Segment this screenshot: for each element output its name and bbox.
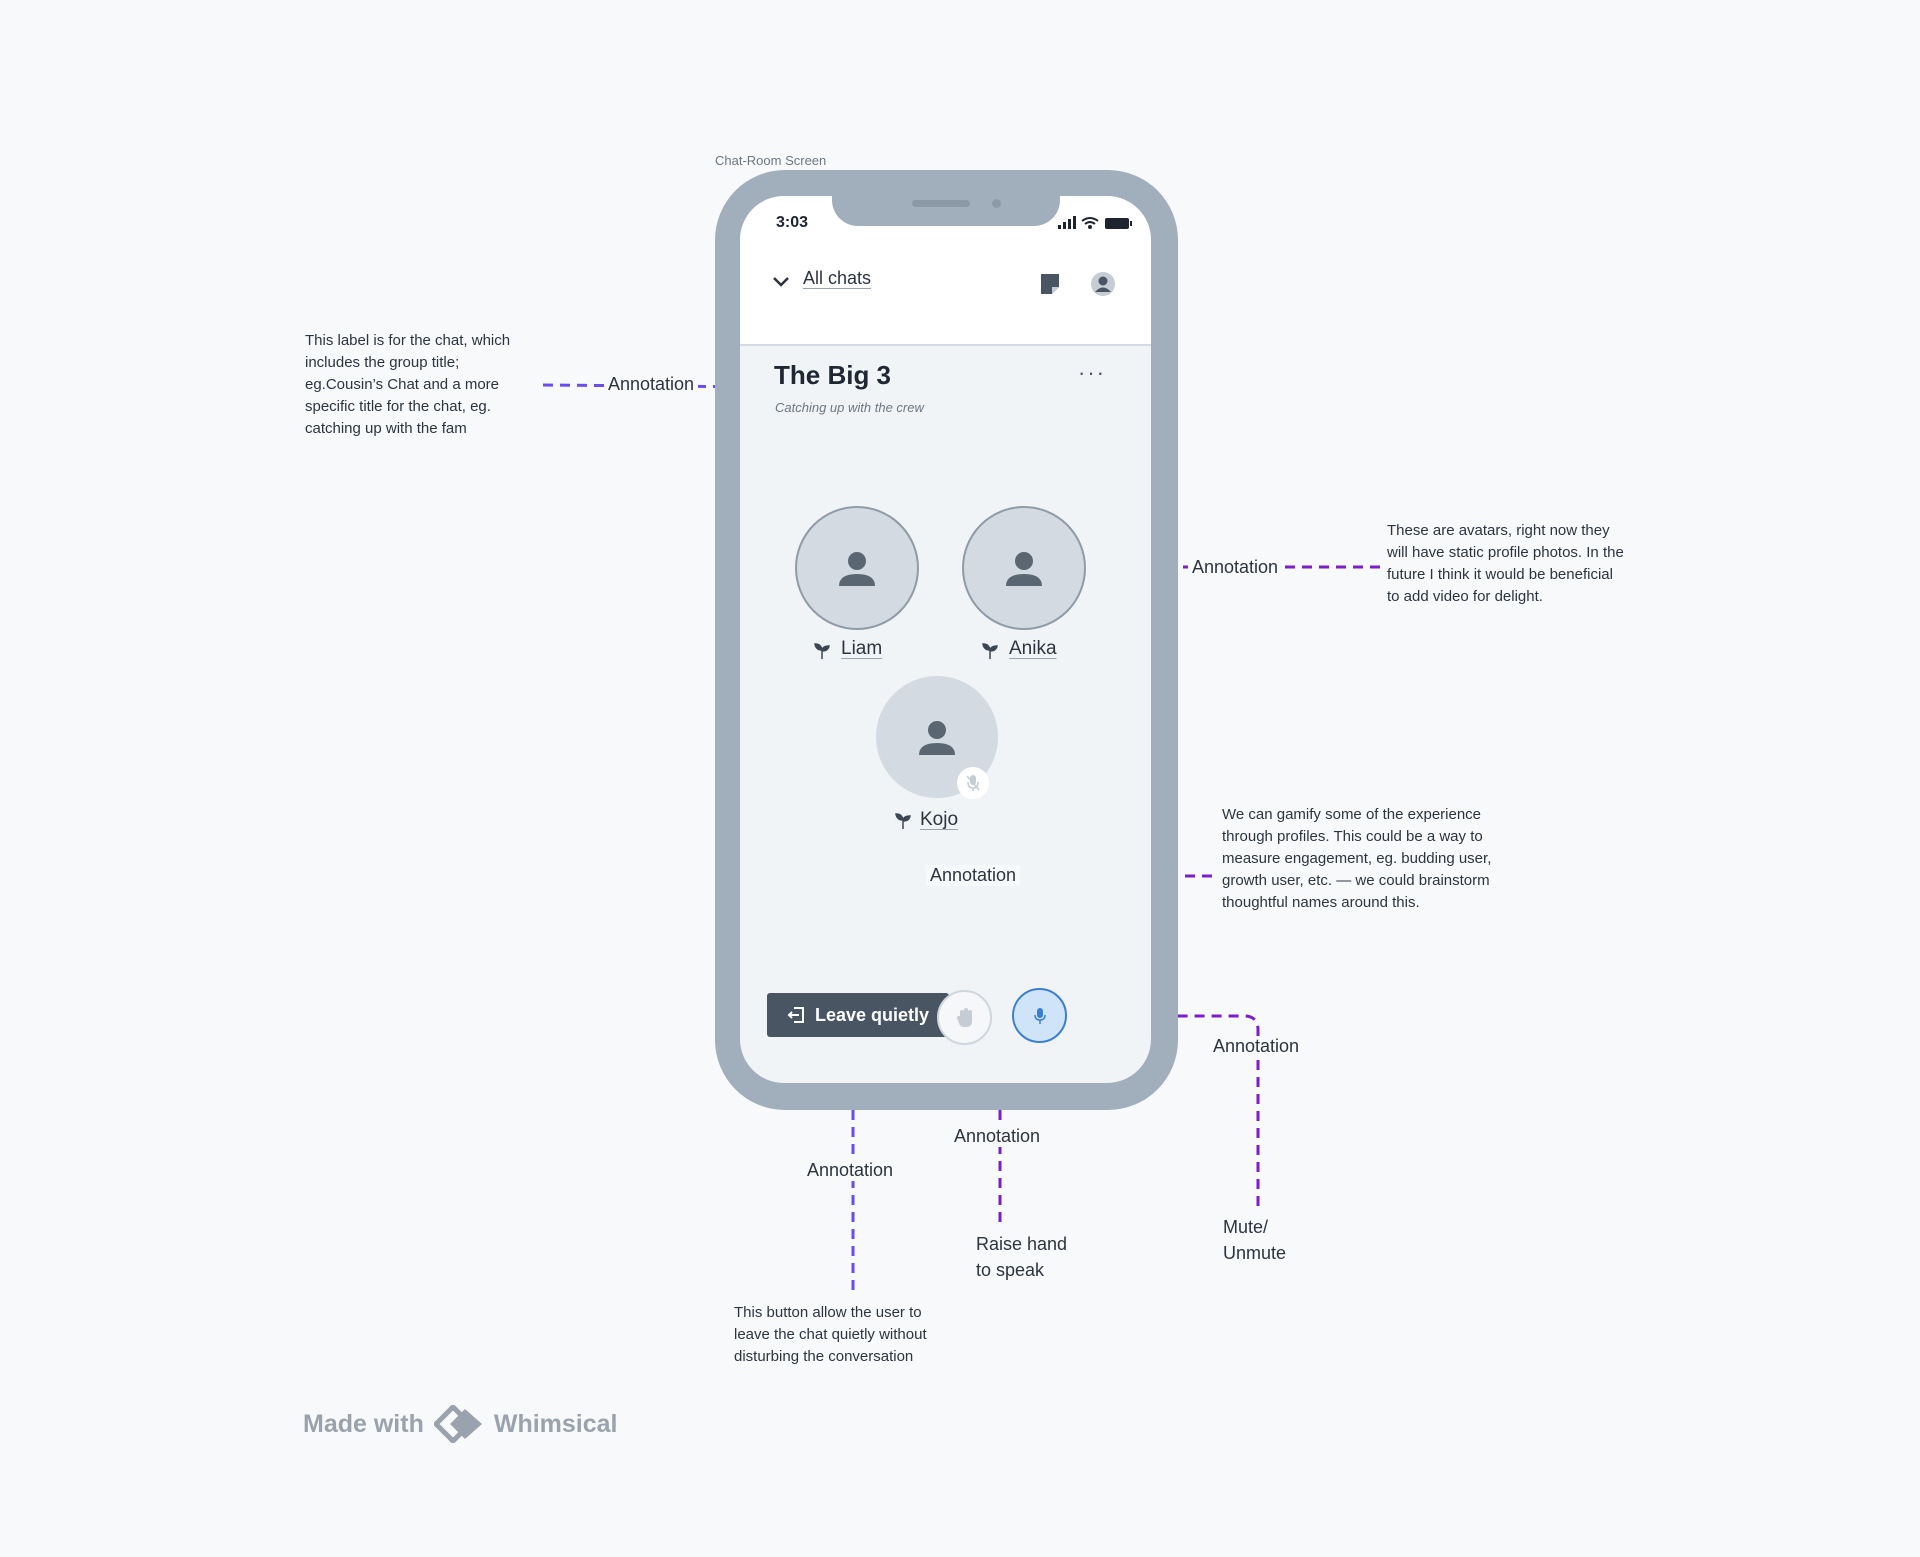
mute-line-2: Unmute [1223, 1243, 1287, 1263]
made-with-label: Made with [303, 1409, 424, 1438]
person-icon [839, 552, 875, 586]
wifi-icon [1081, 217, 1099, 225]
mic-icon [1033, 1007, 1046, 1024]
frame-label: Chat-Room Screen [715, 153, 827, 168]
profile-icon[interactable] [1090, 271, 1116, 297]
avatar-anika[interactable] [962, 506, 1086, 630]
annotation-avatars: Annotation [1188, 557, 1283, 578]
front-camera [992, 199, 1001, 208]
leave-note: This button allow the user to leave the … [734, 1304, 927, 1365]
raise-hand-line-1: Raise hand [976, 1234, 1068, 1254]
chat-label-note: This label is for the chat, which includ… [305, 332, 511, 437]
phone-notch [832, 196, 1060, 226]
annotation-chat-label: Annotation [604, 374, 699, 395]
phone-screen: 3:03 All chats [740, 196, 1151, 1083]
person-icon [919, 721, 955, 755]
chat-subtitle: Catching up with the crew [775, 400, 924, 415]
whimsical-logo-icon [433, 1405, 482, 1443]
chevron-down-icon[interactable] [772, 276, 790, 288]
mute-line-1: Mute/ [1223, 1217, 1269, 1237]
status-time: 3:03 [776, 214, 809, 231]
mute-toggle-button[interactable] [1012, 988, 1067, 1043]
raise-hand-note: Raise hand to speak [976, 1231, 1067, 1283]
avatars-note: These are avatars, right now they will h… [1387, 522, 1624, 605]
participant-name-anika[interactable]: Anika [1009, 638, 1057, 659]
phone-frame: 3:03 All chats [715, 170, 1178, 1110]
made-with-whimsical[interactable]: Made with Whimsical [303, 1405, 618, 1443]
leave-quietly-button[interactable]: Leave quietly [767, 993, 949, 1037]
sprout-icon [982, 643, 998, 659]
annotation-leave: Annotation [803, 1160, 898, 1181]
signal-icon [1058, 216, 1076, 229]
avatar-liam[interactable] [795, 506, 919, 630]
all-chats-link[interactable]: All chats [803, 268, 872, 288]
speaker-grille [912, 200, 970, 207]
raise-hand-button[interactable] [937, 990, 992, 1045]
battery-icon [1105, 218, 1132, 229]
annotation-mute: Annotation [1209, 1036, 1304, 1057]
person-icon [1006, 552, 1042, 586]
status-icons [1058, 216, 1132, 229]
wifi-dot [1088, 225, 1092, 229]
participant-name-kojo[interactable]: Kojo [920, 809, 959, 830]
participant-name-liam[interactable]: Liam [841, 638, 883, 659]
sprout-icon [814, 643, 830, 659]
exit-icon [787, 1007, 804, 1023]
mute-note: Mute/ Unmute [1223, 1214, 1286, 1266]
arrow-mute [1119, 1005, 1260, 1206]
annotation-gamify: Annotation [926, 865, 1021, 886]
hand-icon [956, 1007, 972, 1027]
annotation-raise-hand: Annotation [950, 1126, 1045, 1147]
whimsical-brand: Whimsical [493, 1409, 618, 1438]
more-options-icon[interactable]: ··· [1078, 360, 1106, 385]
raise-hand-line-2: to speak [976, 1260, 1045, 1280]
sprout-icon [895, 813, 911, 829]
note-icon[interactable] [1039, 272, 1061, 296]
chat-header [740, 248, 1151, 346]
gamify-note: We can gamify some of the experience thr… [1222, 806, 1492, 911]
muted-badge [957, 767, 989, 799]
leave-quietly-label: Leave quietly [814, 1004, 930, 1025]
chat-title: The Big 3 [774, 360, 892, 390]
mic-off-icon [966, 775, 980, 791]
